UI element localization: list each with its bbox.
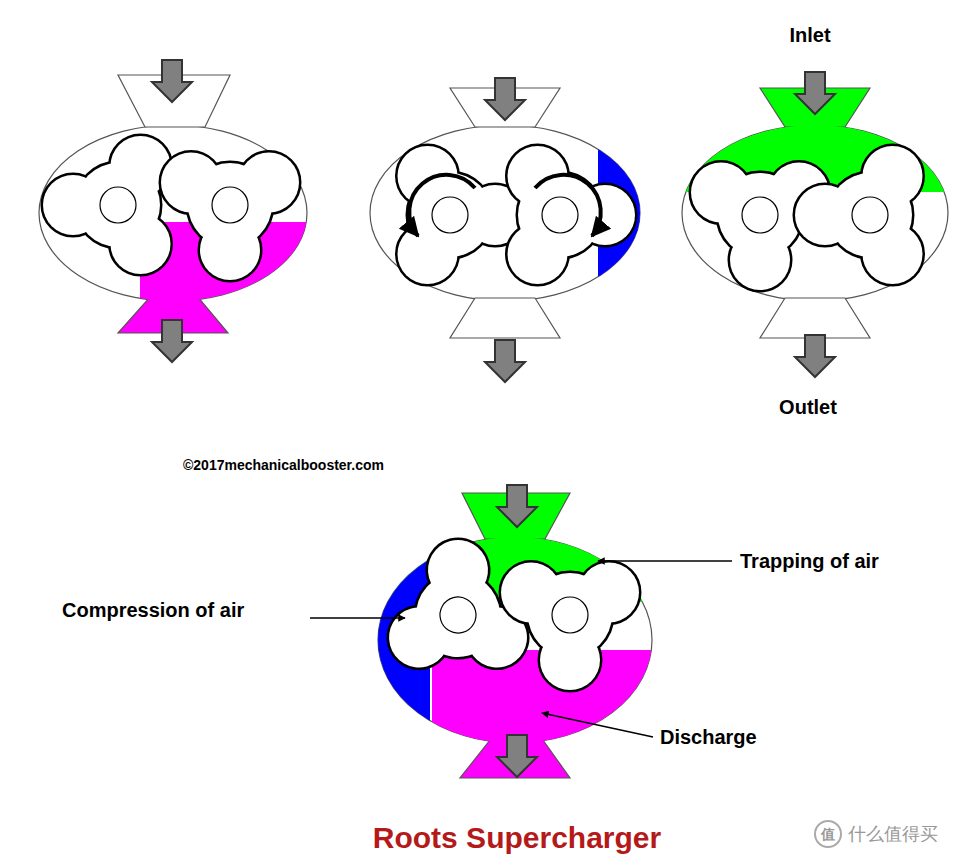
port-label: Outlet <box>779 396 837 419</box>
watermark-icon-text: 值 <box>821 826 835 842</box>
diagram-caption: Roots Supercharger <box>373 821 661 856</box>
copyright-note: ©2017mechanicalbooster.com <box>183 457 384 473</box>
callout-label: Trapping of air <box>740 550 879 573</box>
port-label: Inlet <box>789 24 830 47</box>
supercharger-trapping-stage <box>670 72 960 377</box>
callout-label: Compression of air <box>62 599 244 622</box>
supercharger-discharge-stage <box>39 60 320 362</box>
supercharger-compression-stage <box>370 78 658 382</box>
callout-label: Discharge <box>660 726 757 749</box>
leader-lines <box>310 561 732 737</box>
watermark: 什么值得买 <box>848 824 938 845</box>
supercharger-full-cycle <box>370 485 670 778</box>
watermark-icon <box>815 821 841 847</box>
